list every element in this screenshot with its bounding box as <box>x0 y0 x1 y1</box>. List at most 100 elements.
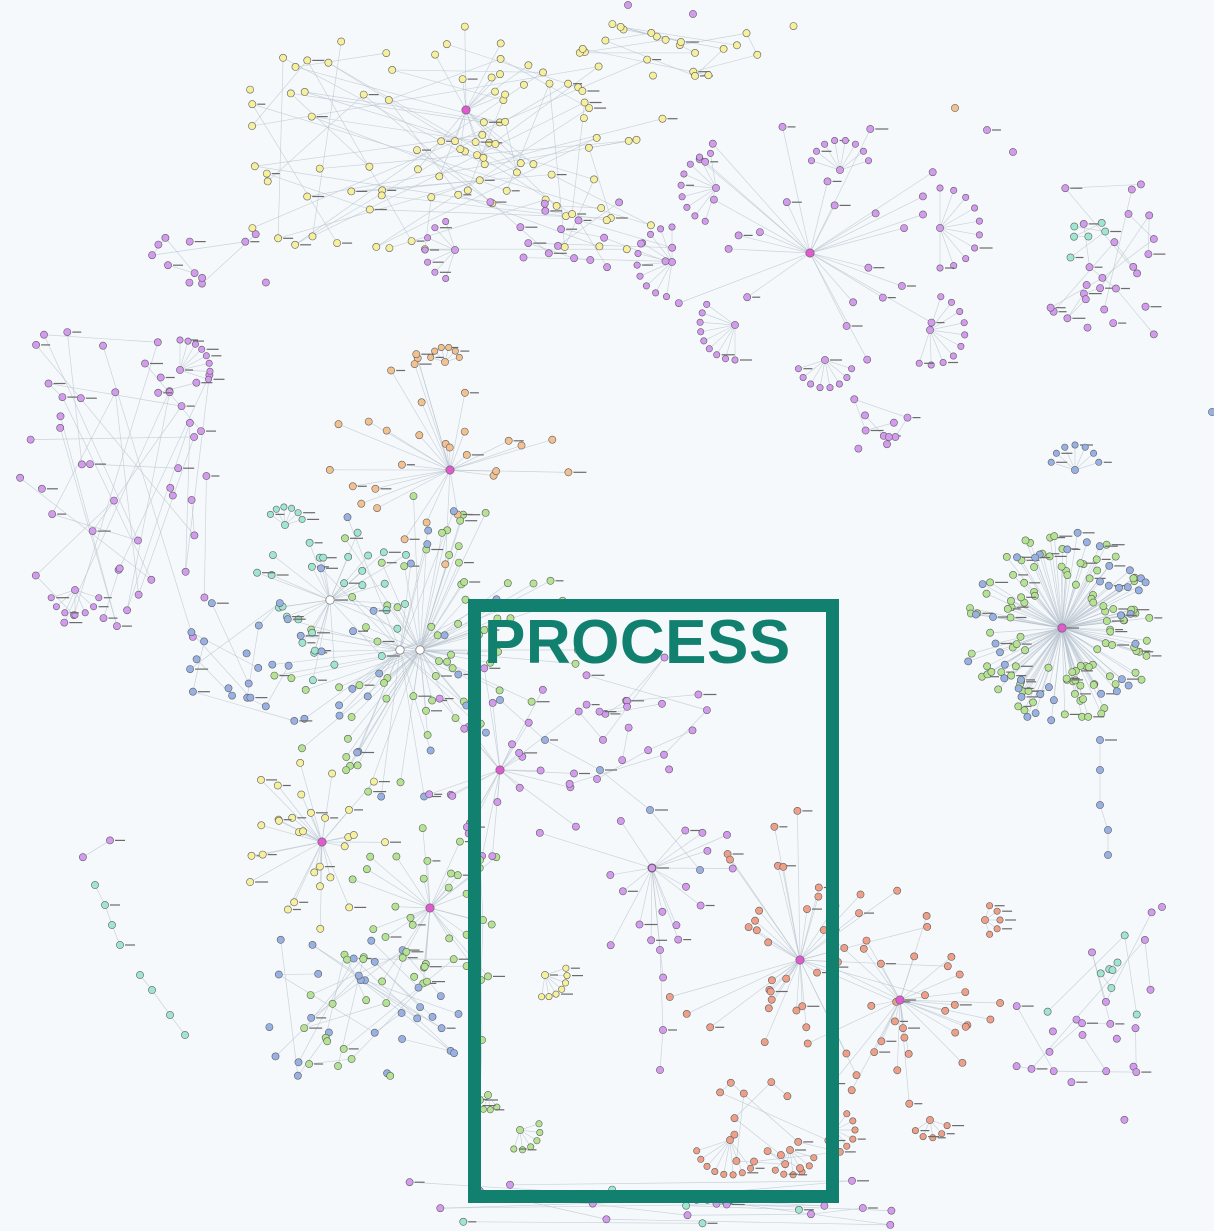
network-edge <box>423 907 431 968</box>
network-edge <box>789 1149 810 1167</box>
network-edge <box>265 665 289 707</box>
network-node <box>479 153 488 162</box>
network-edge <box>1021 560 1063 629</box>
node-label-mark <box>489 629 500 631</box>
node-label-mark <box>439 227 452 229</box>
network-edge <box>167 264 195 274</box>
node-label-mark <box>471 934 480 936</box>
network-node <box>246 85 254 94</box>
network-node <box>588 1189 597 1198</box>
network-node <box>1047 716 1056 725</box>
network-node <box>76 394 85 403</box>
network-node <box>877 1037 886 1046</box>
network-node <box>315 862 324 871</box>
network-node <box>288 813 297 822</box>
network-node <box>733 41 741 50</box>
network-edge <box>434 249 456 273</box>
network-node <box>803 1039 812 1048</box>
network-node <box>328 769 336 778</box>
network-edge <box>651 834 728 869</box>
network-node <box>1104 826 1112 834</box>
network-edge <box>1061 627 1136 645</box>
node-label-mark <box>573 471 587 473</box>
node-label-mark <box>69 612 79 614</box>
network-edge <box>499 699 546 741</box>
network-node <box>44 379 53 388</box>
network-edge <box>189 602 280 670</box>
network-node <box>734 231 743 240</box>
node-label-mark <box>354 809 363 811</box>
node-label-mark <box>875 128 889 130</box>
network-node <box>599 736 607 744</box>
network-node <box>362 996 371 1005</box>
network-node <box>835 380 843 388</box>
node-label-mark <box>435 356 444 358</box>
network-edge <box>299 762 323 843</box>
network-node <box>478 130 487 139</box>
network-node <box>1027 1065 1036 1073</box>
network-node <box>1079 219 1088 228</box>
network-node <box>730 1130 739 1139</box>
network-node <box>744 923 753 931</box>
network-edge <box>1061 627 1129 686</box>
network-edge <box>802 359 826 378</box>
node-label-mark <box>1056 461 1068 463</box>
network-edge <box>758 910 801 961</box>
node-label-mark <box>309 1027 323 1029</box>
network-node <box>578 87 587 95</box>
network-node <box>842 322 851 330</box>
network-node <box>524 239 533 247</box>
network-node <box>789 1171 797 1179</box>
node-label-mark <box>250 241 260 243</box>
node-label-mark <box>1059 535 1073 537</box>
network-edge <box>620 820 653 869</box>
network-node <box>81 609 89 617</box>
network-node <box>760 1038 769 1046</box>
network-node <box>647 221 655 230</box>
node-label-mark <box>463 194 472 196</box>
node-label-mark <box>297 817 307 819</box>
network-node <box>344 553 353 561</box>
network-node <box>443 657 451 666</box>
network-node <box>660 750 668 759</box>
network-node <box>778 123 787 131</box>
node-label-mark <box>668 1029 677 1031</box>
network-node <box>460 22 469 31</box>
network-node <box>1061 443 1069 451</box>
network-node <box>424 234 432 242</box>
node-label-mark <box>312 59 325 61</box>
network-edge <box>799 959 857 1076</box>
network-node <box>71 586 79 594</box>
network-node <box>991 639 1000 648</box>
network-node <box>938 1130 946 1138</box>
network-edge <box>1061 627 1135 648</box>
network-node <box>1107 984 1116 992</box>
network-edge <box>465 43 502 111</box>
network-edge <box>1004 627 1063 679</box>
network-node <box>440 631 449 640</box>
network-edge <box>424 197 432 250</box>
network-node <box>445 443 454 452</box>
network-node <box>478 1036 486 1044</box>
network-edge <box>705 161 811 254</box>
network-node <box>56 423 65 432</box>
network-node <box>677 181 685 189</box>
network-node <box>349 627 357 636</box>
node-label-mark <box>467 78 478 80</box>
network-node <box>861 411 869 420</box>
network-node <box>1126 566 1134 575</box>
network-edge <box>929 322 965 331</box>
network-node <box>428 696 436 705</box>
node-label-mark <box>387 189 397 191</box>
node-label-mark <box>165 376 175 379</box>
network-edge <box>204 475 207 598</box>
network-edge <box>458 194 600 247</box>
network-edge <box>92 405 182 532</box>
node-label-mark <box>732 853 744 855</box>
network-node <box>546 576 555 585</box>
network-node <box>1095 542 1104 551</box>
node-label-mark <box>1105 287 1117 289</box>
node-label-mark <box>46 488 58 490</box>
node-label-mark <box>276 574 289 576</box>
network-edge <box>311 599 331 633</box>
